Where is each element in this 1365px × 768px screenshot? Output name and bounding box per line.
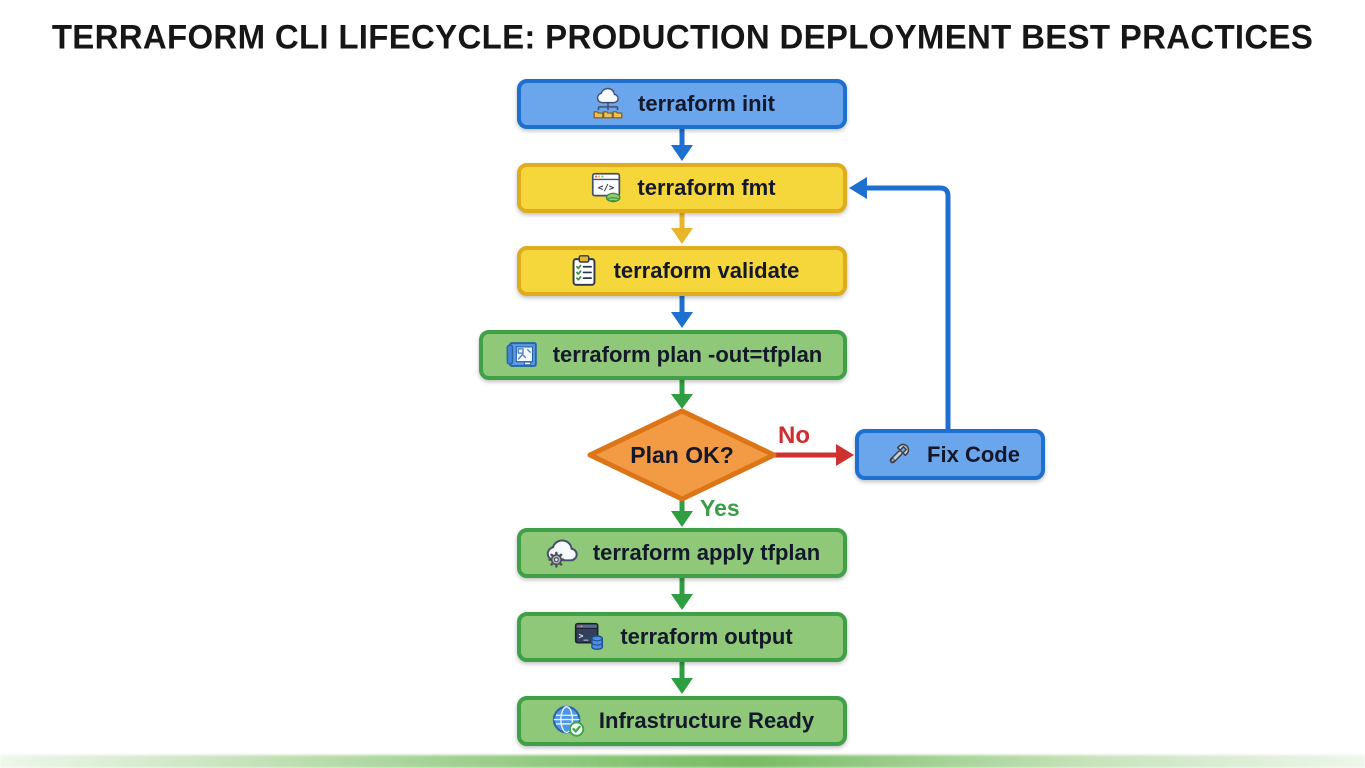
svg-text:</>: </> bbox=[598, 183, 615, 193]
node-terraform-output: >_ terraform output bbox=[517, 612, 847, 662]
node-terraform-plan: terraform plan -out=tfplan bbox=[479, 330, 847, 380]
node-terraform-fmt: </> terraform fmt bbox=[517, 163, 847, 213]
node-fix-code: Fix Code bbox=[855, 429, 1045, 480]
node-label: terraform plan -out=tfplan bbox=[552, 342, 823, 367]
svg-text:>_: >_ bbox=[579, 631, 589, 640]
node-label: Infrastructure Ready bbox=[598, 708, 815, 733]
cloud-gear-icon bbox=[546, 539, 578, 568]
node-label: terraform fmt bbox=[637, 175, 776, 200]
page-title: TERRAFORM CLI LIFECYCLE: PRODUCTION DEPL… bbox=[51, 17, 1314, 56]
edge-label-yes: Yes bbox=[700, 495, 740, 521]
globe-check-icon bbox=[552, 705, 585, 737]
edge-output-ready bbox=[671, 660, 693, 694]
node-label: Fix Code bbox=[927, 441, 1020, 467]
gear-part bbox=[548, 551, 565, 568]
edge-apply-output bbox=[671, 576, 693, 610]
node-label: terraform output bbox=[620, 624, 793, 649]
edge-decision-apply bbox=[671, 498, 693, 527]
checklist-icon bbox=[572, 255, 595, 286]
code-window-icon: </> bbox=[592, 172, 621, 203]
edge-fix-fmt-loop bbox=[849, 177, 951, 429]
node-infrastructure-ready: Infrastructure Ready bbox=[517, 696, 847, 746]
wrench-icon bbox=[889, 443, 910, 463]
blueprint-icon bbox=[506, 342, 537, 367]
cloud-network-icon bbox=[593, 87, 623, 119]
node-terraform-init: terraform init bbox=[517, 79, 847, 129]
edge-validate-plan bbox=[671, 294, 693, 328]
node-plan-ok-decision: Plan OK? bbox=[587, 408, 777, 502]
edge-plan-decision bbox=[671, 378, 693, 409]
decision-label: Plan OK? bbox=[630, 441, 734, 468]
edge-fmt-validate bbox=[671, 211, 693, 244]
node-label: terraform init bbox=[638, 91, 775, 116]
decision-diamond-shape bbox=[587, 408, 777, 502]
bottom-edge-artifact bbox=[0, 755, 1365, 768]
edge-label-no: No bbox=[778, 422, 810, 449]
node-label: terraform validate bbox=[613, 258, 800, 283]
node-terraform-validate: terraform validate bbox=[517, 246, 847, 296]
node-terraform-apply: terraform apply tfplan bbox=[517, 528, 847, 578]
edge-decision-fix bbox=[770, 444, 854, 466]
node-label: terraform apply tfplan bbox=[592, 540, 821, 565]
edge-init-fmt bbox=[671, 127, 693, 161]
database-part bbox=[591, 635, 604, 651]
terminal-database-icon: >_ bbox=[575, 622, 604, 651]
